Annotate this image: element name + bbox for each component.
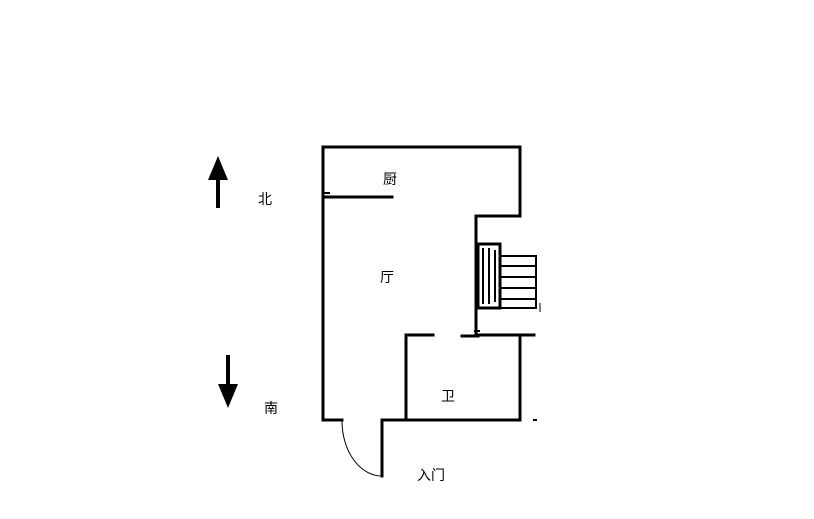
north-label: 北 bbox=[258, 192, 272, 208]
north-arrow-icon bbox=[208, 156, 228, 208]
outer-wall bbox=[321, 145, 522, 422]
staircase-icon bbox=[476, 242, 541, 312]
room-label-bathroom: 卫 bbox=[441, 389, 455, 405]
south-arrow-icon bbox=[218, 355, 238, 408]
entrance-label: 入门 bbox=[417, 468, 445, 484]
south-label: 南 bbox=[264, 401, 278, 417]
walls bbox=[321, 145, 536, 478]
room-label-living-room: 厅 bbox=[380, 270, 394, 286]
entrance-door-icon bbox=[341, 420, 383, 477]
wall-marks bbox=[324, 192, 537, 421]
room-label-kitchen: 厨 bbox=[383, 172, 397, 188]
